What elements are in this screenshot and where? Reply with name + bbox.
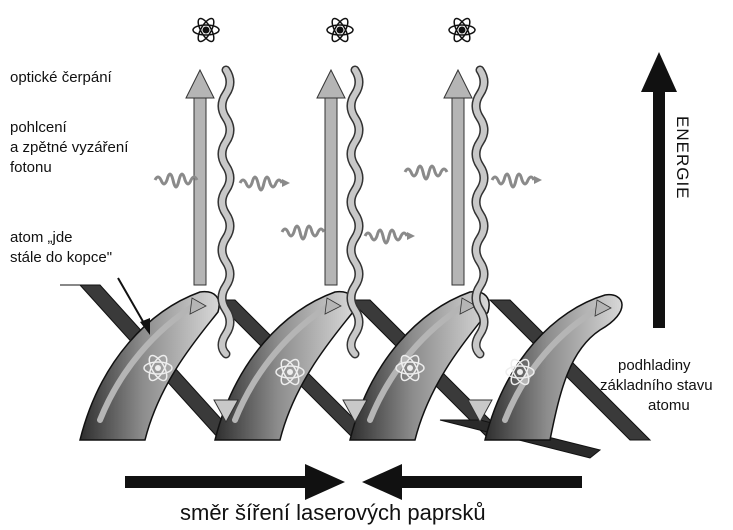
absorption-label-line3: fotonu bbox=[10, 158, 52, 177]
atom-label-line1: atom „jde bbox=[10, 228, 73, 247]
beam-direction-label: směr šíření laserových paprsků bbox=[180, 503, 486, 522]
energy-axis-label: ENERGIE bbox=[668, 116, 692, 220]
pumping-arrow-1 bbox=[186, 70, 214, 285]
photon-wave-icon bbox=[405, 166, 447, 179]
ground-state-label-line2: základního stavu bbox=[600, 376, 713, 395]
beam-arrow-right bbox=[125, 464, 345, 500]
atom-icon bbox=[193, 16, 219, 44]
ground-state-label-line1: podhladiny bbox=[618, 356, 691, 375]
helix-ribbon-1 bbox=[80, 292, 219, 440]
absorption-label-line2: a zpětné vyzáření bbox=[10, 138, 128, 157]
beam-arrow-left bbox=[362, 464, 582, 500]
photon-wave-icon bbox=[365, 230, 415, 243]
pumping-arrow-2 bbox=[317, 70, 345, 285]
helix-ribbon-4 bbox=[485, 295, 622, 440]
wavy-arrow-3 bbox=[468, 70, 492, 422]
photon-wave-icon bbox=[155, 174, 197, 187]
ground-state-label-line3: atomu bbox=[648, 396, 690, 415]
photon-wave-icon bbox=[492, 174, 542, 187]
wavy-arrow-2 bbox=[343, 70, 367, 422]
photon-wave-icon bbox=[240, 177, 290, 190]
wavy-arrow-1 bbox=[214, 70, 238, 422]
optical-pumping-label: optické čerpání bbox=[10, 68, 112, 87]
absorption-label-line1: pohlcení bbox=[10, 118, 67, 137]
photon-wave-icon bbox=[282, 226, 324, 239]
pumping-arrow-3 bbox=[444, 70, 472, 285]
atom-label-line2: stále do kopce" bbox=[10, 248, 112, 267]
atom-icon bbox=[327, 16, 353, 44]
atom-icon bbox=[449, 16, 475, 44]
